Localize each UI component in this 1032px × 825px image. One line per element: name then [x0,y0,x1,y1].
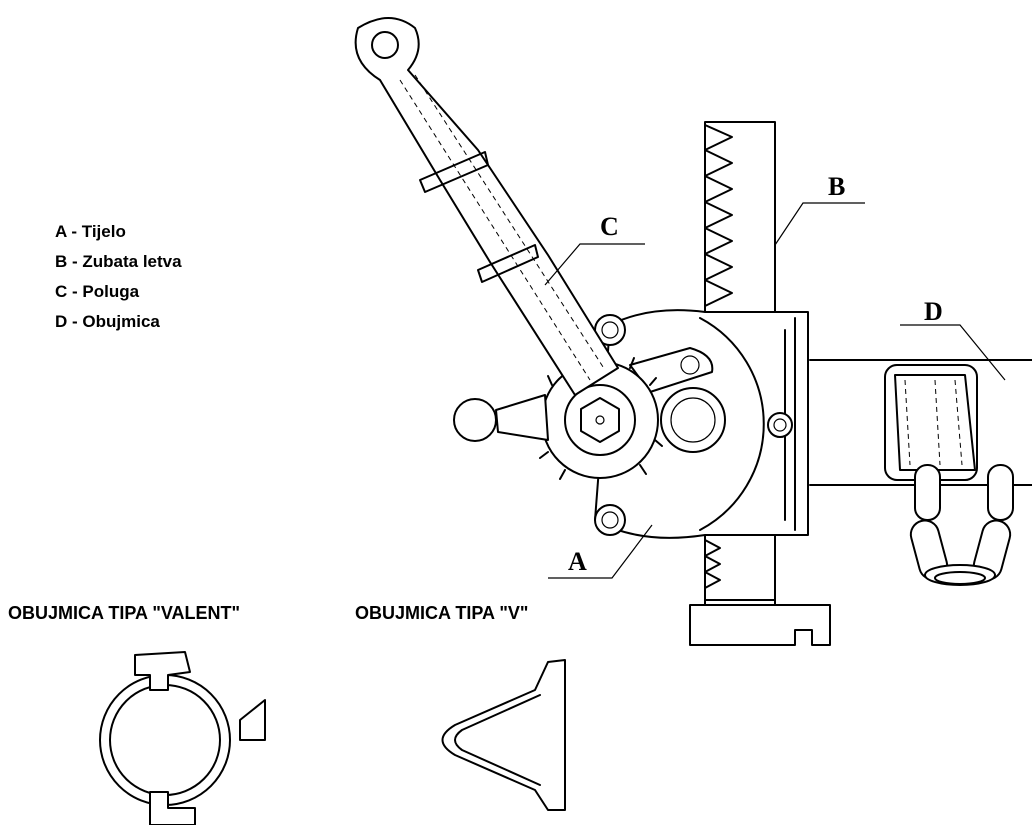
callout-d: D [924,297,943,326]
legend-item-a: A - Tijelo [55,222,126,241]
body-a [453,309,809,539]
valent-clamp [99,651,266,825]
callout-b: B [828,172,846,201]
callout-a: A [568,547,587,576]
leader-d [900,324,1006,381]
callout-c: C [600,212,619,241]
lever-c [354,17,619,396]
legend-item-b: B - Zubata letva [55,252,182,271]
caption-valent: OBUJMICA TIPA "VALENT" [8,603,241,623]
leader-b [774,202,865,246]
legend-item-c: C - Poluga [55,282,140,301]
leader-c [544,243,645,286]
leader-a [548,524,653,579]
clamp-d [809,359,1032,586]
v-clamp [441,659,566,811]
legend-item-d: D - Obujmica [55,312,160,331]
caption-v: OBUJMICA TIPA "V" [355,603,529,623]
